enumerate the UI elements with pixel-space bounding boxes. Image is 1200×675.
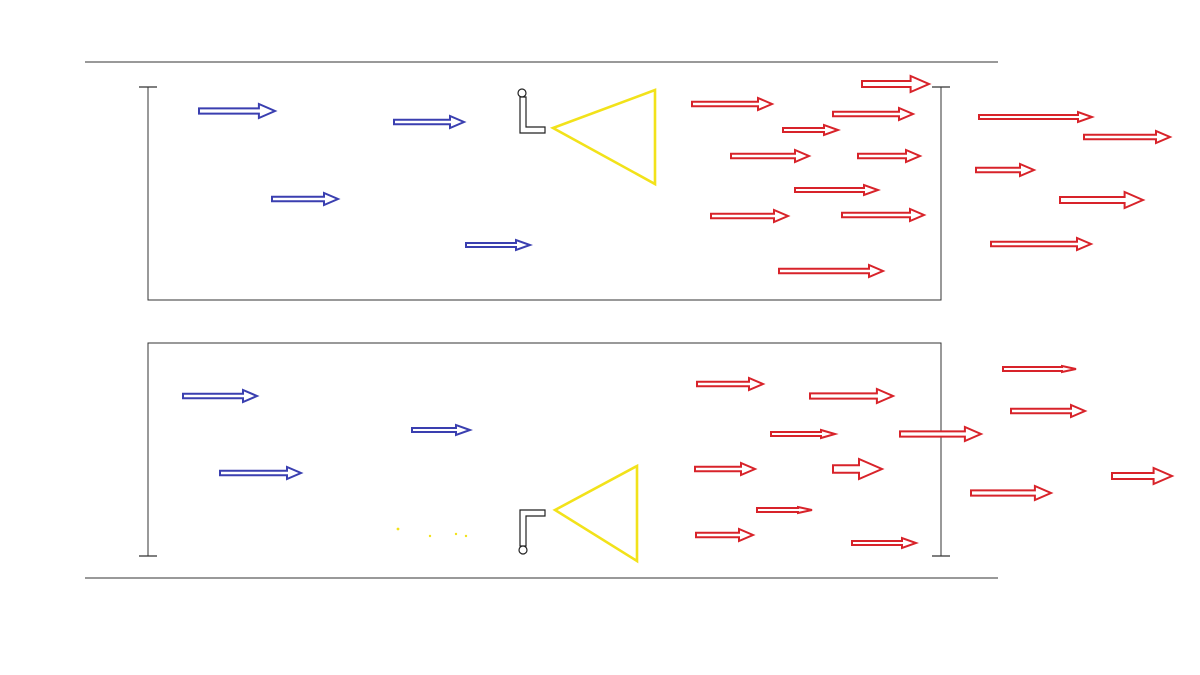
upper-hot-arrow-icon-4 <box>782 123 841 137</box>
lower-hot-arrow-icon-10 <box>1002 364 1077 374</box>
upper-hot-arrow-icon-13 <box>975 162 1037 178</box>
upper-cold-arrows <box>198 102 533 252</box>
lower-hot-arrow-icon-8 <box>695 527 756 543</box>
upper-cold-arrow-icon-2 <box>393 114 467 130</box>
upper-hot-arrow-icon-9 <box>841 207 927 223</box>
upper-hot-arrow-icon-14 <box>1059 190 1146 210</box>
upper-hot-arrow-icon-12 <box>1083 129 1173 145</box>
upper-hot-arrow-icon-7 <box>794 183 881 197</box>
lower-hot-arrow-icon-1 <box>696 376 766 392</box>
lower-hot-arrow-icon-4 <box>899 425 984 443</box>
upper-igniter-icon <box>517 88 546 134</box>
upper-hot-arrow-icon-11 <box>978 110 1095 124</box>
lower-hot-arrow-icon-6 <box>832 457 885 481</box>
upper-hot-arrow-icon-2 <box>861 74 932 94</box>
lower-panel <box>85 342 1175 579</box>
lower-hot-arrows <box>694 364 1175 550</box>
upper-hot-arrow-icon-8 <box>710 208 791 224</box>
lower-hot-arrow-icon-9 <box>851 536 919 550</box>
upper-hot-arrow-icon-1 <box>691 96 775 112</box>
upper-panel <box>85 61 1173 301</box>
lower-hot-arrow-icon-3 <box>770 428 839 440</box>
upper-hot-arrow-icon-5 <box>730 148 812 164</box>
upper-hot-arrow-icon-10 <box>778 263 886 279</box>
lower-hot-arrow-icon-12 <box>970 484 1054 502</box>
upper-cold-arrow-icon-1 <box>198 102 278 120</box>
upper-chamber-outline <box>147 87 942 301</box>
lower-spark-dots <box>396 527 468 538</box>
upper-hot-arrow-icon-15 <box>990 236 1094 252</box>
upper-cold-arrow-icon-3 <box>271 191 341 207</box>
lower-hot-arrow-icon-13 <box>1111 466 1175 486</box>
lower-cold-arrow-icon-1 <box>182 388 260 404</box>
lower-hot-arrow-icon-7 <box>756 505 813 515</box>
upper-hot-arrow-icon-6 <box>857 148 923 164</box>
upper-hot-arrows <box>691 74 1173 279</box>
lower-flame-holder-icon <box>552 463 639 564</box>
lower-cold-arrows <box>182 388 473 481</box>
lower-hot-arrow-icon-2 <box>809 387 896 405</box>
lower-igniter-icon <box>518 509 546 555</box>
lower-chamber-outline <box>147 342 942 556</box>
lower-hot-arrow-icon-11 <box>1010 403 1088 419</box>
lower-cold-arrow-icon-3 <box>219 465 304 481</box>
upper-cold-arrow-icon-4 <box>465 238 533 252</box>
upper-hot-arrow-icon-3 <box>832 106 916 122</box>
upper-flame-holder-icon <box>549 88 657 187</box>
lower-hot-arrow-icon-5 <box>694 461 758 477</box>
lower-cold-arrow-icon-2 <box>411 423 473 437</box>
